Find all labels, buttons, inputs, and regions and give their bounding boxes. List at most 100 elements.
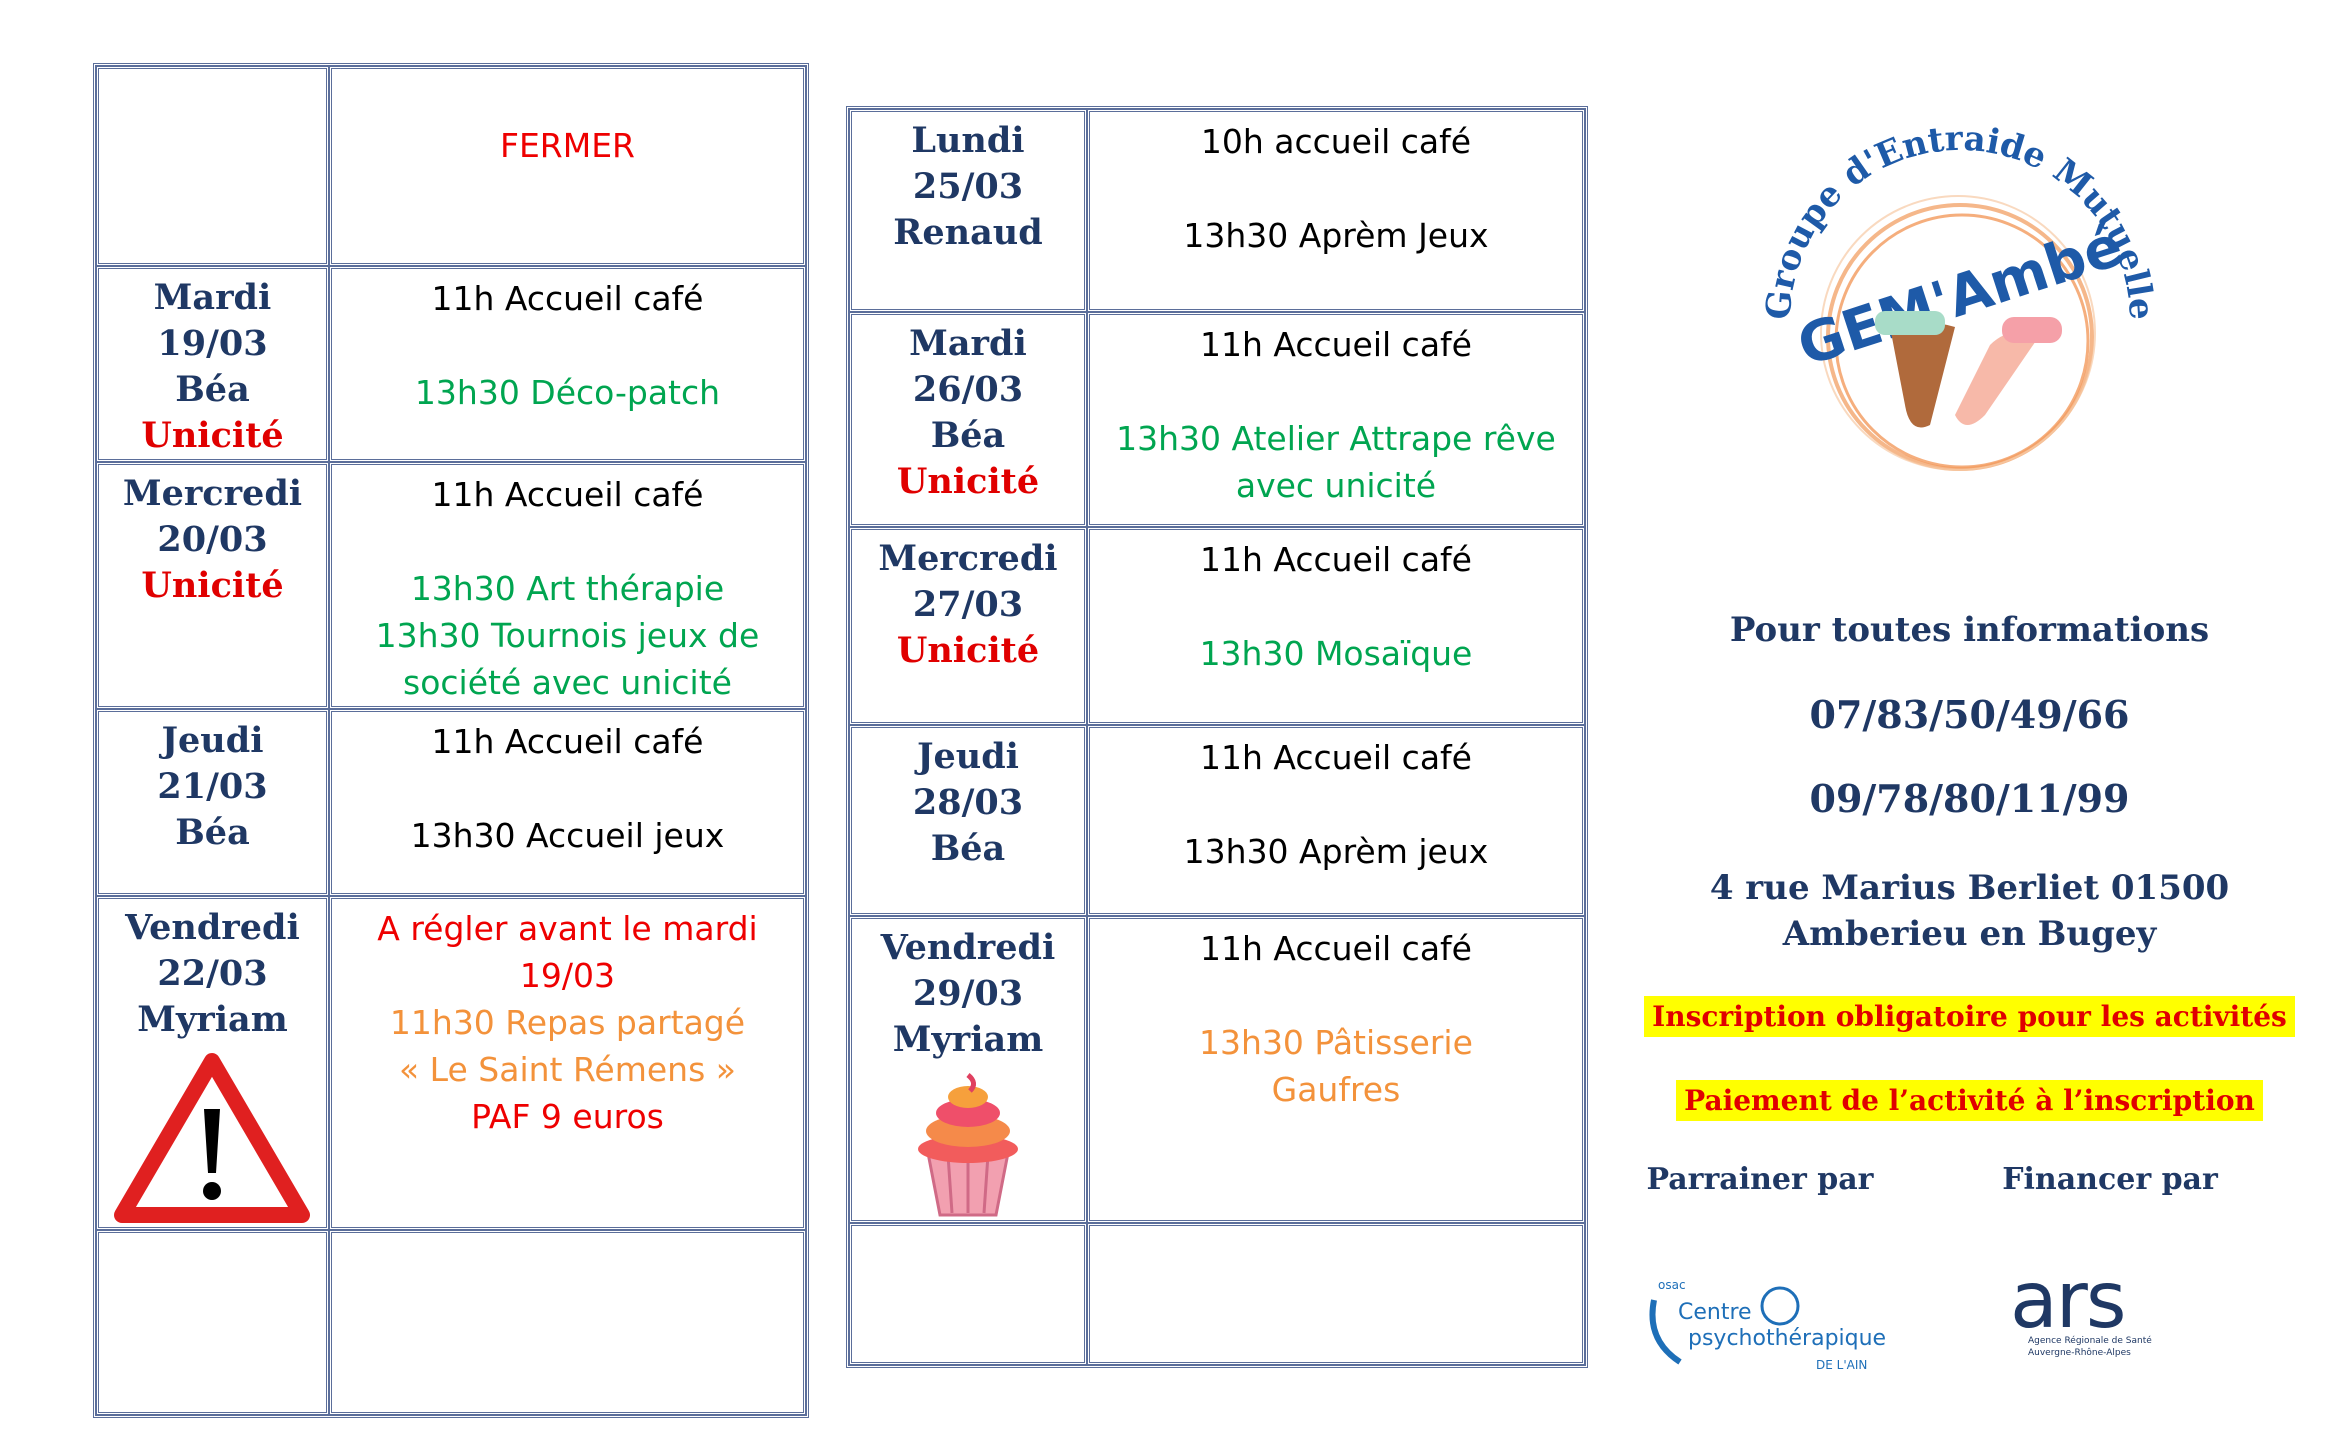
gem-ambe-logo: Groupe d'Entraide Mutuelle GEM'Ambé (1758, 119, 2161, 471)
activity-line: « Le Saint Rémens » (399, 1050, 736, 1089)
ars-line1: Agence Régionale de Santé (2028, 1336, 2152, 1346)
day-label: Jeudi 28/03 (912, 736, 1024, 823)
sponsor-label: Parrainer par (1646, 1162, 1874, 1197)
staff-name: Béa (930, 828, 1006, 869)
schedule-row: Vendredi 22/03 Myriam A régler avant le … (96, 896, 806, 1230)
day-cell (96, 66, 329, 266)
day-cell: Mercredi 20/03 Unicité (96, 462, 329, 709)
staff-name: Renaud (893, 212, 1043, 253)
empty-cell (849, 1223, 1087, 1365)
activities-cell: A régler avant le mardi 19/03 11h30 Repa… (328, 896, 806, 1230)
activity-line: 11h Accueil café (1199, 738, 1472, 777)
ars-line2: Auvergne-Rhône-Alpes (2028, 1348, 2131, 1358)
day-label: Jeudi 21/03 (157, 720, 268, 807)
activity-line: 13h30 Pâtisserie (1199, 1023, 1473, 1062)
activity-line: 13h30 Accueil jeux (410, 816, 725, 855)
phone-number: 07/83/50/49/66 (1809, 692, 2130, 737)
activities-cell: 11h Accueil café 13h30 Atelier Attrape r… (1086, 312, 1585, 527)
address-line: Amberieu en Bugey (1782, 914, 2157, 954)
schedule-row: Jeudi 28/03 Béa 11h Accueil café 13h30 A… (849, 725, 1585, 916)
activity-line: société avec unicité (403, 663, 732, 702)
day-cell: Jeudi 28/03 Béa (849, 725, 1087, 916)
day-cell: Jeudi 21/03 Béa (96, 709, 329, 896)
ars-logo: ars Agence Régionale de Santé Auvergne-R… (2010, 1256, 2180, 1380)
day-cell: Lundi 25/03 Renaud (849, 109, 1087, 312)
sponsor-logo-line2: psychothérapique (1688, 1326, 1887, 1351)
activity-line: 11h Accueil café (431, 279, 704, 318)
activity-line: 11h Accueil café (431, 722, 704, 761)
partner-tag: Unicité (896, 461, 1040, 502)
activities-cell: 11h Accueil café 13h30 Aprèm jeux (1086, 725, 1585, 916)
activities-cell: 11h Accueil café 13h30 Accueil jeux (328, 709, 806, 896)
activity-line: 13h30 Déco-patch (414, 373, 721, 412)
sponsor-swoosh-icon (1649, 1286, 1800, 1365)
staff-name: Béa (930, 415, 1006, 456)
activity-line: avec unicité (1235, 466, 1437, 505)
activity-line: 13h30 Aprèm jeux (1183, 832, 1489, 871)
activity-line: 19/03 (519, 956, 616, 995)
empty-cell (96, 1230, 329, 1415)
partner-tag: Unicité (141, 565, 284, 606)
cupcake-icon (917, 1073, 1018, 1217)
staff-name: Béa (175, 369, 250, 410)
activities-cell: 11h Accueil café 13h30 Pâtisserie Gaufre… (1086, 916, 1585, 1223)
day-label: Vendredi 29/03 (880, 927, 1056, 1014)
schedule-row: Mardi 26/03 Béa Unicité 11h Accueil café… (849, 312, 1585, 527)
ars-mark: ars (2010, 1256, 2127, 1346)
schedule-row: Jeudi 21/03 Béa 11h Accueil café 13h30 A… (96, 709, 806, 896)
activity-line: 11h30 Repas partagé (389, 1003, 746, 1042)
activity-line: 13h30 Tournois jeux de (375, 616, 760, 655)
staff-name: Myriam (892, 1019, 1044, 1060)
schedule-row (96, 1230, 806, 1415)
day-cell: Vendredi 29/03 Myriam (849, 916, 1087, 1223)
activity-line: 11h Accueil café (1199, 325, 1472, 364)
schedule-row (849, 1223, 1585, 1365)
funder-label: Financer par (2002, 1162, 2218, 1197)
activity-line: 10h accueil café (1200, 122, 1472, 161)
activity-line: A régler avant le mardi (377, 909, 758, 948)
day-label: Mercredi 20/03 (122, 473, 303, 560)
staff-name: Myriam (137, 999, 288, 1040)
sponsor-logo-line1: Centre (1678, 1300, 1752, 1325)
day-cell: Vendredi 22/03 Myriam (96, 896, 329, 1230)
day-label: Mardi 26/03 (909, 323, 1027, 410)
schedule-row: Vendredi 29/03 Myriam 11h Accueil café 1… (849, 916, 1585, 1223)
centre-psychotherapique-logo: osac Centre psychothérapique DE L'AIN (1640, 1270, 1886, 1390)
activity-line: 13h30 Atelier Attrape rêve (1116, 419, 1556, 458)
day-label: Lundi 25/03 (911, 120, 1025, 207)
activities-cell: 11h Accueil café 13h30 Art thérapie 13h3… (328, 462, 806, 709)
activity-line: 11h Accueil café (1199, 540, 1472, 579)
activity-line: 13h30 Mosaïque (1199, 634, 1473, 673)
partner-tag: Unicité (141, 415, 284, 456)
day-label: Mercredi 27/03 (878, 538, 1058, 625)
empty-cell (328, 1230, 806, 1415)
schedule-week2: Lundi 25/03 Renaud 10h accueil café 13h3… (846, 106, 1588, 1368)
notice-registration: Inscription obligatoire pour les activit… (1600, 996, 2339, 1037)
day-cell: Mardi 26/03 Béa Unicité (849, 312, 1087, 527)
schedule-row: FERMER (96, 66, 806, 266)
day-cell: Mercredi 27/03 Unicité (849, 527, 1087, 725)
warning-sign-icon (114, 1053, 311, 1223)
activity-line: 11h Accueil café (431, 475, 704, 514)
day-label: Vendredi 22/03 (125, 907, 300, 994)
schedule-row: Lundi 25/03 Renaud 10h accueil café 13h3… (849, 109, 1585, 312)
activity-line: Gaufres (1271, 1070, 1401, 1109)
info-heading: Pour toutes informations (1729, 610, 2210, 650)
address-line: 4 rue Marius Berliet 01500 (1709, 868, 2230, 908)
notice-payment: Paiement de l’activité à l’inscription (1600, 1080, 2339, 1121)
empty-cell (1086, 1223, 1585, 1365)
sponsor-logo-line3: DE L'AIN (1816, 1358, 1868, 1372)
partner-tag: Unicité (896, 630, 1040, 671)
activities-cell: 11h Accueil café 13h30 Déco-patch (328, 266, 806, 462)
activities-cell: 10h accueil café 13h30 Aprèm Jeux (1086, 109, 1585, 312)
schedule-row: Mardi 19/03 Béa Unicité 11h Accueil café… (96, 266, 806, 462)
activity-line: FERMER (499, 126, 635, 165)
activity-line: 13h30 Aprèm Jeux (1183, 216, 1489, 255)
staff-name: Béa (175, 812, 250, 853)
schedule-row: Mercredi 20/03 Unicité 11h Accueil café … (96, 462, 806, 709)
sponsor-logo-small: osac (1658, 1278, 1686, 1292)
schedule-row: Mercredi 27/03 Unicité 11h Accueil café … (849, 527, 1585, 725)
day-label: Mardi 19/03 (153, 277, 272, 364)
activity-line: 11h Accueil café (1199, 929, 1472, 968)
activities-cell: FERMER (328, 66, 806, 266)
